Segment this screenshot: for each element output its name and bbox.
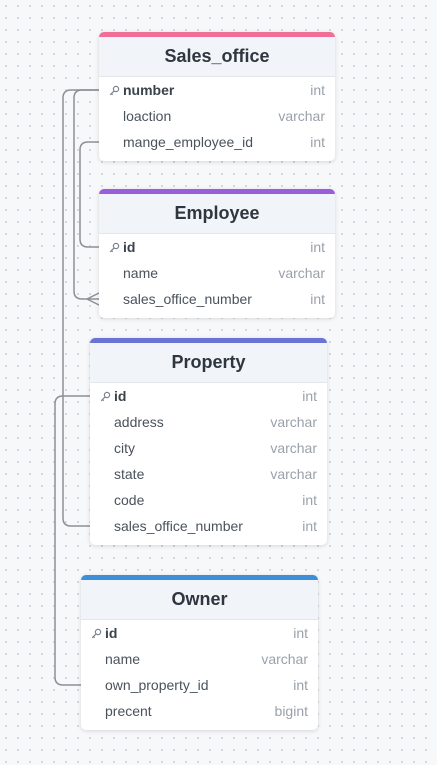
table-columns: id int name varchar own_property_id int precen… <box>81 620 318 730</box>
column-row[interactable]: address varchar <box>90 409 327 435</box>
column-row[interactable]: code int <box>90 487 327 513</box>
column-name: code <box>114 492 145 508</box>
column-left: loaction <box>109 108 171 124</box>
column-type: int <box>310 134 325 150</box>
column-type: int <box>293 625 308 641</box>
table-title[interactable]: Property <box>90 338 327 383</box>
column-type: int <box>302 492 317 508</box>
column-left: city <box>100 440 135 456</box>
column-type: int <box>293 677 308 693</box>
column-left: precent <box>91 703 152 719</box>
column-row[interactable]: id int <box>90 383 327 409</box>
column-left: sales_office_number <box>109 291 252 307</box>
column-row[interactable]: own_property_id int <box>81 672 318 698</box>
column-type: varchar <box>270 440 317 456</box>
table-owner[interactable]: Owner id int name varchar own_property_id int p… <box>81 575 318 730</box>
column-left: mange_employee_id <box>109 134 253 150</box>
key-icon <box>109 242 123 253</box>
table-title[interactable]: Owner <box>81 575 318 620</box>
column-type: varchar <box>278 108 325 124</box>
column-name: address <box>114 414 164 430</box>
table-employee[interactable]: Employee id int name varchar sales_office_num… <box>99 189 335 318</box>
column-row[interactable]: id int <box>99 234 335 260</box>
column-name: number <box>123 82 175 98</box>
column-left: number <box>109 82 174 98</box>
column-name: id <box>105 625 118 641</box>
column-row[interactable]: sales_office_number int <box>99 286 335 312</box>
table-columns: id int name varchar sales_office_number int <box>99 234 335 318</box>
column-type: int <box>310 239 325 255</box>
table-columns: id int address varchar city varchar state varch… <box>90 383 327 545</box>
column-left: name <box>91 651 140 667</box>
column-row[interactable]: sales_office_number int <box>90 513 327 539</box>
column-left: id <box>100 388 126 404</box>
column-row[interactable]: name varchar <box>99 260 335 286</box>
column-row[interactable]: state varchar <box>90 461 327 487</box>
column-name: own_property_id <box>105 677 209 693</box>
relationship-line[interactable] <box>79 141 99 248</box>
column-type: int <box>302 518 317 534</box>
column-left: name <box>109 265 158 281</box>
column-left: id <box>109 239 135 255</box>
column-type: int <box>310 291 325 307</box>
column-type: varchar <box>278 265 325 281</box>
column-type: bigint <box>274 703 308 719</box>
column-left: own_property_id <box>91 677 209 693</box>
column-name: city <box>114 440 135 456</box>
column-row[interactable]: city varchar <box>90 435 327 461</box>
column-row[interactable]: precent bigint <box>81 698 318 724</box>
relationship-line[interactable] <box>73 89 99 300</box>
column-type: int <box>310 82 325 98</box>
column-row[interactable]: number int <box>99 77 335 103</box>
column-left: address <box>100 414 164 430</box>
column-left: code <box>100 492 144 508</box>
table-title[interactable]: Employee <box>99 189 335 234</box>
column-left: id <box>91 625 117 641</box>
column-name: loaction <box>123 108 172 124</box>
table-title[interactable]: Sales_office <box>99 32 335 77</box>
column-name: id <box>123 239 136 255</box>
column-name: precent <box>105 703 152 719</box>
column-left: sales_office_number <box>100 518 243 534</box>
column-name: name <box>123 265 159 281</box>
column-name: sales_office_number <box>123 291 252 307</box>
column-row[interactable]: loaction varchar <box>99 103 335 129</box>
column-name: sales_office_number <box>114 518 243 534</box>
key-icon <box>100 391 114 402</box>
column-name: name <box>105 651 141 667</box>
column-type: varchar <box>270 466 317 482</box>
crow-foot-marker <box>86 292 100 306</box>
key-icon <box>91 628 105 639</box>
key-icon <box>109 85 123 96</box>
column-name: mange_employee_id <box>123 134 253 150</box>
column-type: int <box>302 388 317 404</box>
table-columns: number int loaction varchar mange_employee_i… <box>99 77 335 161</box>
column-type: varchar <box>261 651 308 667</box>
column-row[interactable]: id int <box>81 620 318 646</box>
column-type: varchar <box>270 414 317 430</box>
column-row[interactable]: name varchar <box>81 646 318 672</box>
column-left: state <box>100 466 144 482</box>
column-name: state <box>114 466 145 482</box>
column-name: id <box>114 388 127 404</box>
column-row[interactable]: mange_employee_id int <box>99 129 335 155</box>
